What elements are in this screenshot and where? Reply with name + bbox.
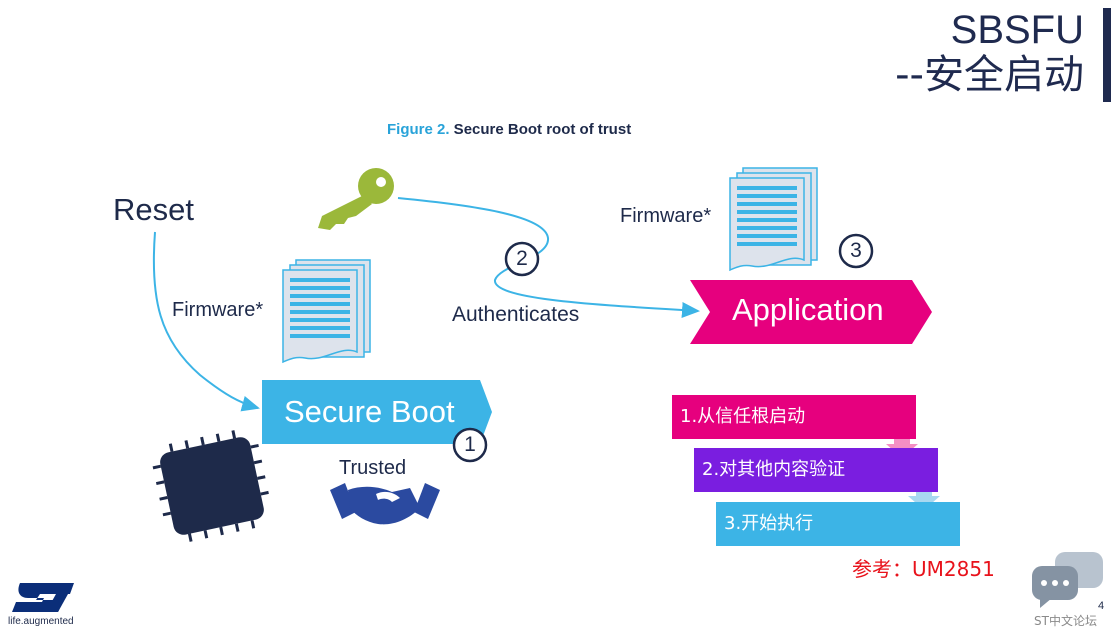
step-1-box: 1.从信任根启动 [672,395,916,439]
figure-caption-label: Figure 2. [387,121,450,138]
figure-caption-text: Secure Boot root of trust [449,121,632,138]
firmware-document-icon-left [282,259,371,364]
handshake-icon [330,483,440,525]
figure-caption: Figure 2. Secure Boot root of trust [387,121,631,138]
forum-chat-icon [1032,552,1103,608]
chip-icon [152,430,269,542]
step-marker-1-number: 1 [464,433,476,456]
firmware-label-right: Firmware* [620,205,712,227]
trusted-label: Trusted [339,457,407,479]
key-icon [318,168,394,230]
reset-label: Reset [113,192,194,227]
step-marker-2 [504,241,540,277]
forum-label[interactable]: ST中文论坛 [1034,614,1097,628]
step-marker-3 [838,233,874,269]
reset-to-secureboot-arrow [152,231,260,412]
firmware-document-icon-right [729,167,818,272]
secure-boot-label: Secure Boot [284,394,455,429]
step-marker-3-number: 3 [850,239,862,262]
authenticates-label: Authenticates [452,303,580,326]
page-title: SBSFU [950,8,1084,52]
title-accent-bar [1103,8,1111,102]
step-2-box: 2.对其他内容验证 [694,448,938,492]
application-shape [690,280,932,344]
step-3-box: 3.开始执行 [716,502,960,546]
application-label: Application [732,292,884,327]
secure-boot-shape [262,380,492,444]
step-marker-1 [452,427,488,463]
page-subtitle: --安全启动 [895,52,1084,98]
logo-tagline: life.augmented [8,616,74,627]
st-logo-icon [12,583,74,612]
reference-note: 参考：UM2851 [852,557,995,581]
firmware-label-left: Firmware* [172,299,264,321]
step-marker-2-number: 2 [516,247,528,270]
page-number: 4 [1098,600,1105,612]
